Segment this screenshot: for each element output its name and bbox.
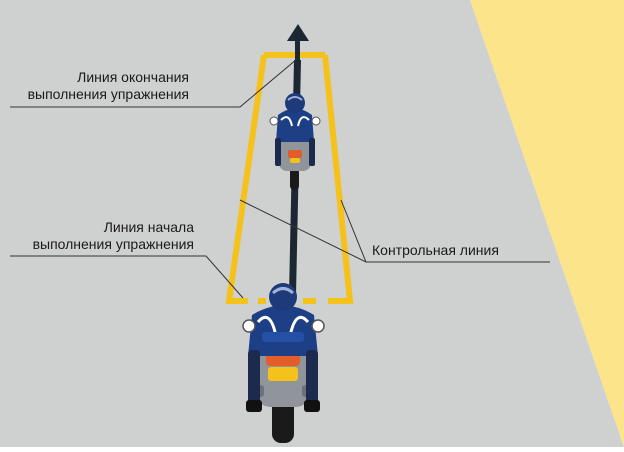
helmet-highlight-far bbox=[287, 96, 303, 101]
control-line-label: Контрольная линия bbox=[372, 242, 499, 258]
license-plate-near bbox=[268, 367, 298, 381]
end-line-label-line1: Линия окончания bbox=[77, 69, 189, 85]
boundary-right bbox=[322, 54, 354, 304]
end-line-label-line2: выполнения упражнения bbox=[27, 86, 189, 102]
start-line-label-line1: Линия начала bbox=[103, 219, 194, 235]
left-boot-near bbox=[246, 400, 262, 412]
right-boot-near bbox=[304, 400, 320, 412]
mirror-right-near bbox=[311, 319, 325, 333]
jacket-stripe-left-far bbox=[280, 116, 293, 127]
motorcycle-rider-near bbox=[242, 283, 325, 443]
leader-lines bbox=[10, 58, 550, 299]
jacket-far bbox=[276, 108, 314, 142]
leader-control-right bbox=[340, 199, 367, 263]
end-line-label: Линия окончания выполнения упражнения bbox=[0, 69, 189, 103]
jacket-stripe-right-near bbox=[288, 315, 310, 337]
arrow-shaft bbox=[295, 40, 300, 62]
left-leg-far bbox=[275, 138, 281, 166]
leader-start-line bbox=[10, 255, 244, 299]
jacket-stripe-left-near bbox=[256, 315, 278, 337]
left-leg-near bbox=[248, 350, 260, 408]
roadside bbox=[470, 0, 624, 447]
tail-light-far bbox=[288, 150, 302, 158]
jacket-near bbox=[248, 305, 318, 356]
leader-end-line bbox=[10, 58, 298, 108]
helmet-highlight-near bbox=[271, 287, 295, 295]
mirror-right-far bbox=[311, 116, 321, 126]
boundary-left bbox=[225, 54, 267, 304]
jacket-stripe-right-far bbox=[297, 116, 310, 127]
license-plate-far bbox=[290, 158, 300, 163]
start-line-label-line2: выполнения упражнения bbox=[32, 236, 194, 252]
arrow-head bbox=[287, 24, 309, 41]
mirror-left-near bbox=[242, 319, 256, 333]
start-line-label: Линия начала выполнения упражнения bbox=[0, 219, 194, 253]
corridor-boundary bbox=[225, 52, 354, 304]
rear-wheel-far bbox=[290, 168, 299, 190]
mirror-left-far bbox=[269, 116, 279, 126]
jacket-belt-near bbox=[262, 332, 304, 342]
right-leg-near bbox=[306, 350, 318, 408]
right-leg-far bbox=[309, 138, 315, 166]
motorcycle-rider-far bbox=[269, 93, 321, 190]
